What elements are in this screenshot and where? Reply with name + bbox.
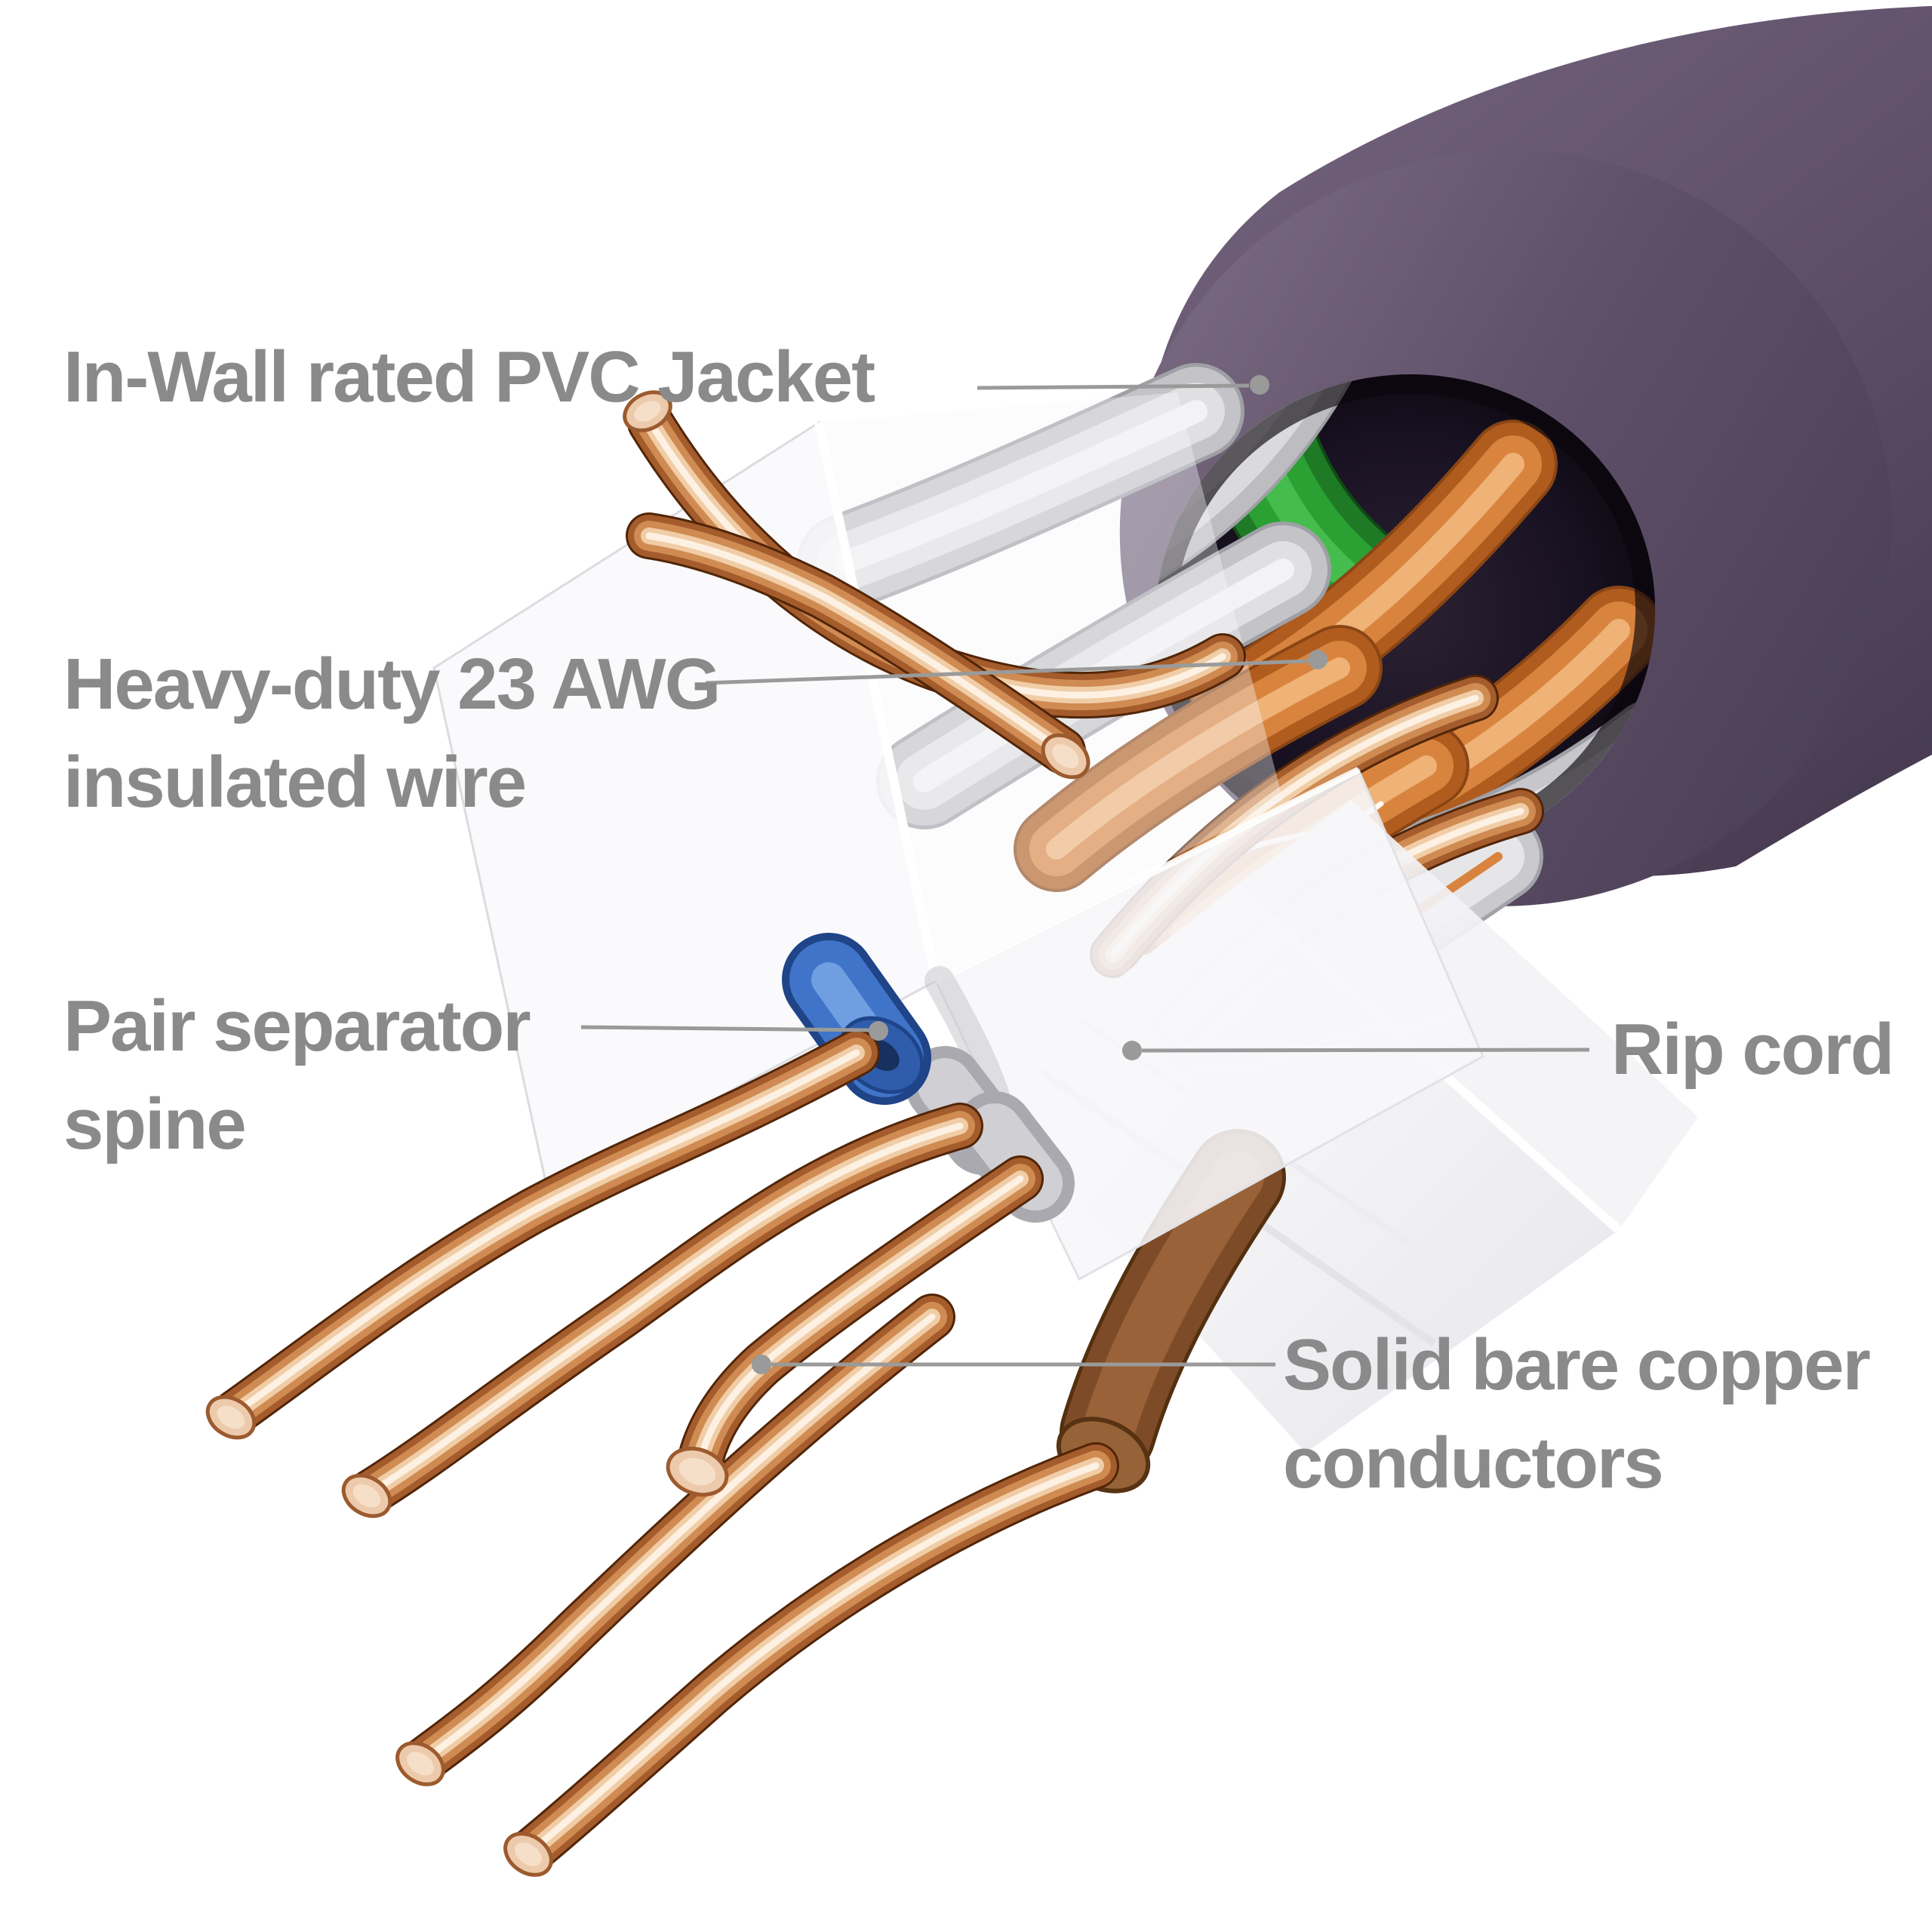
leader-dot-pvc-jacket [1250,375,1269,395]
leader-dot-rip-cord [1122,1041,1142,1060]
leader-dot-copper-conductors [752,1355,771,1374]
label-line: insulated wire [63,742,527,823]
label-pvc-jacket: In-Wall rated PVC Jacket [63,328,875,426]
leader-line-pair-separator [580,1025,869,1032]
leader-line-rip-cord [1141,1048,1590,1053]
label-line: Pair separator [63,986,531,1066]
leader-line-pvc-jacket [977,383,1250,390]
leader-lines [580,375,1590,1374]
bare-copper-conductor [205,1053,1096,1877]
spine-top-edge [814,421,940,983]
copper-cut-face [623,390,1091,780]
spine-right-edge [934,766,1361,985]
leader-dot-pair-separator [869,1021,888,1041]
label-line: spine [63,1084,247,1164]
label-insulated-wire: Heavy-duty 23 AWG insulated wire [63,635,721,832]
label-rip-cord: Rip cord [1611,1001,1894,1099]
leader-dot-insulated-wire [1308,650,1327,669]
label-line: Heavy-duty 23 AWG [63,644,721,724]
label-copper-conductors: Solid bare copper conductors [1283,1316,1871,1512]
label-line: Rip cord [1611,1009,1894,1090]
label-pair-separator-spine: Pair separator spine [63,977,531,1174]
label-line: In-Wall rated PVC Jacket [63,337,875,417]
bare-copper-conductor [623,390,1223,780]
label-line: conductors [1283,1423,1664,1503]
copper-cut-face [205,1395,729,1877]
leader-line-insulated-wire [705,659,1309,685]
label-line: Solid bare copper [1283,1324,1871,1405]
